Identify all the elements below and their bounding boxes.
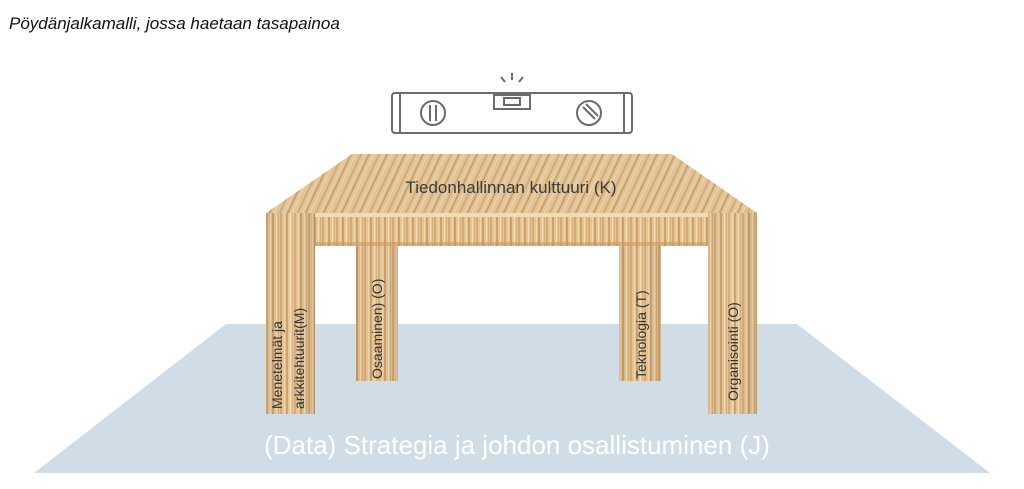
leg-back-left [356,244,398,381]
leg-back-right [619,244,661,381]
leg-label-front-left-2: arkkitehtuurit(M) [291,308,307,409]
spirit-level-icon [391,73,633,134]
leg-front-left [266,213,315,414]
tabletop-label: Tiedonhallinnan kulttuuri (K) [405,178,616,197]
tabletop-apron [266,213,757,246]
leg-label-front-left-1: Menetelmät ja [269,321,285,409]
tabletop-surface [266,154,757,213]
leg-label-back-left: Osaaminen) (O) [369,279,385,379]
floor-label: (Data) Strategia ja johdon osallistumine… [264,430,770,460]
leg-label-front-right: Organisointi (O) [725,302,741,401]
leg-front-right [708,213,757,414]
leg-label-back-right: Teknologia (T) [633,290,649,379]
page-title: Pöydänjalkamalli, jossa haetaan tasapain… [9,14,340,33]
